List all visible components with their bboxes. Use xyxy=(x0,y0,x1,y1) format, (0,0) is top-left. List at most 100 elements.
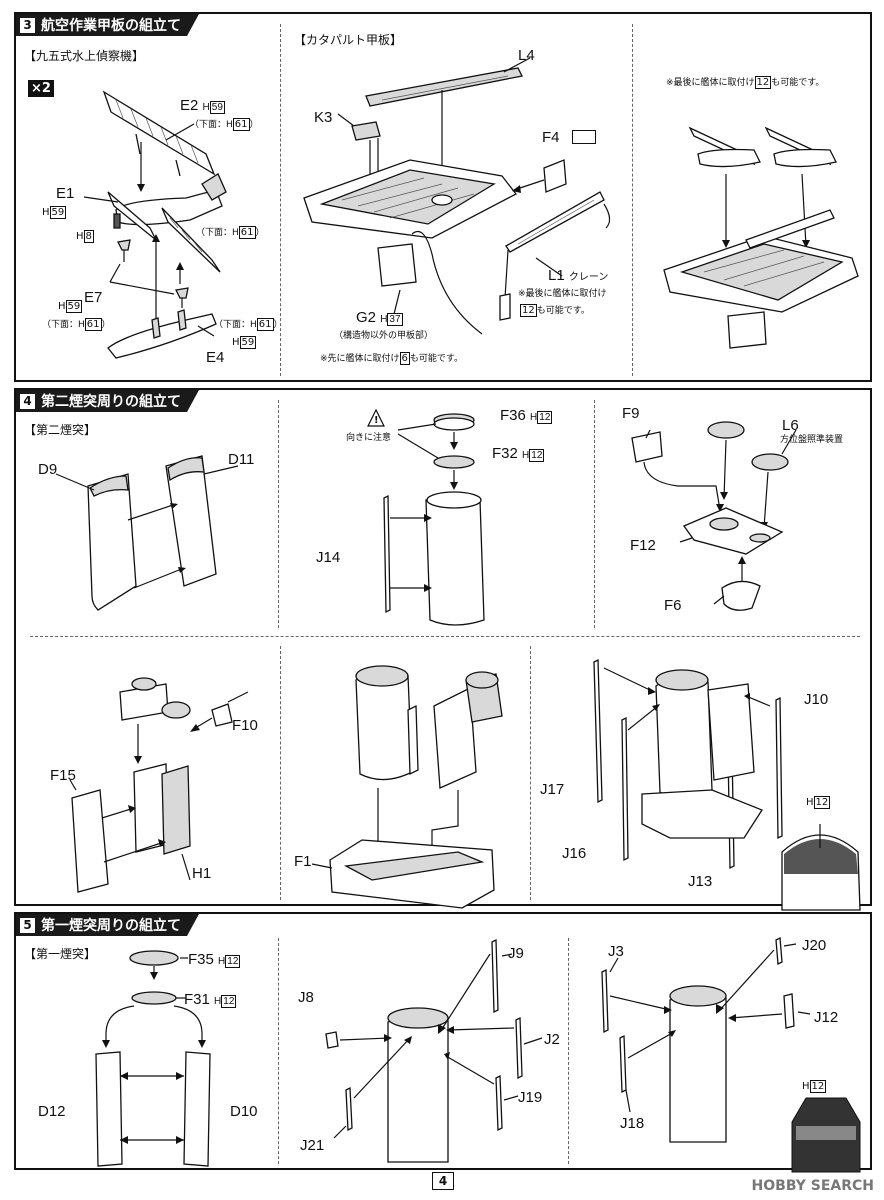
step3-section: 3 航空作業甲板の組立て 【九五式水上偵察機】 ×2 xyxy=(14,12,872,382)
divider xyxy=(594,400,595,628)
catapult-illustration xyxy=(303,57,611,335)
director-illustration xyxy=(631,421,797,611)
step3-title: 航空作業甲板の組立て xyxy=(41,18,181,34)
label-j17: J17 xyxy=(540,781,565,798)
funnel1-assembled-illustration xyxy=(601,936,861,1173)
note-g2: （構造物以外の甲板部） xyxy=(334,331,434,341)
assembled-illustration xyxy=(663,126,859,349)
label-d11: D11 xyxy=(228,451,255,468)
label-j19: J19 xyxy=(518,1089,543,1106)
funnel2-cap-illustration: ! xyxy=(367,408,485,626)
catapult-l4 xyxy=(365,67,523,107)
label-f15: F15 xyxy=(50,767,76,784)
ladder-j21 xyxy=(345,1086,353,1132)
part-f9 xyxy=(631,431,663,463)
label-j8: J8 xyxy=(298,989,314,1006)
note-l1: ※最後に艦体に取付け xyxy=(518,289,607,299)
ladder-j9 xyxy=(491,938,499,1014)
funnel1-body xyxy=(387,1013,449,1163)
label-h1: H1 xyxy=(192,865,212,882)
step4-title: 第二煙突周りの組立て xyxy=(41,394,181,410)
float-e4 xyxy=(107,309,217,359)
caution-text: 向きに注意 xyxy=(346,433,392,443)
divider xyxy=(280,24,281,376)
catapult-subtitle: 【カタパルト甲板】 xyxy=(294,33,403,47)
ladder-j3 xyxy=(601,968,609,1034)
label-f12: F12 xyxy=(630,537,656,554)
ladder-j2 xyxy=(515,1016,523,1080)
funnel1-subtitle: 【第一煙突】 xyxy=(24,947,97,961)
label-e7: E7 xyxy=(84,289,103,306)
label-d9: D9 xyxy=(38,461,58,478)
divider xyxy=(30,636,860,637)
label-j12: J12 xyxy=(814,1009,839,1026)
part-h1 xyxy=(161,765,191,855)
upper-wing-e2 xyxy=(102,90,216,177)
part-k3 xyxy=(351,121,381,141)
funnel1-halves-illustration xyxy=(95,950,211,1167)
label-j3: J3 xyxy=(608,943,624,960)
label-l6-name: 方位盤照準装置 xyxy=(780,435,844,445)
f4-decal-icon xyxy=(572,130,596,144)
cap-f35 xyxy=(129,950,179,966)
float-struts-e7 xyxy=(109,239,189,308)
ladder-j14 xyxy=(383,494,391,614)
divider xyxy=(278,938,279,1164)
label-l4: L4 xyxy=(518,47,535,64)
watermark: HOBBY SEARCH xyxy=(751,1178,874,1194)
part-f15 xyxy=(71,789,109,893)
step5-number: 5 xyxy=(20,918,35,933)
label-l6: L6 xyxy=(782,417,799,434)
grate-f32 xyxy=(433,455,475,469)
part-l6a xyxy=(707,421,745,439)
step3-header: 3 航空作業甲板の組立て xyxy=(16,14,199,36)
step3-number: 3 xyxy=(20,18,35,33)
label-f4: F4 xyxy=(542,129,560,146)
part-f6 xyxy=(721,580,761,611)
svg-text:!: ! xyxy=(374,415,379,426)
step5-title: 第一煙突周りの組立て xyxy=(41,918,181,934)
seaplane-subtitle: 【九五式水上偵察機】 xyxy=(24,49,145,63)
part-l6b xyxy=(751,453,789,471)
label-j14: J14 xyxy=(316,549,341,566)
half-d12 xyxy=(95,1051,123,1167)
label-j9: J9 xyxy=(508,945,524,962)
part-f4 xyxy=(543,159,567,193)
divider xyxy=(530,646,531,900)
label-f9: F9 xyxy=(622,405,640,422)
crane-l1 xyxy=(505,191,605,253)
part-j12 xyxy=(783,993,795,1029)
divider xyxy=(278,400,279,628)
funnel2-base-illustration xyxy=(311,665,503,909)
caution-icon xyxy=(367,408,385,427)
label-e4: E4 xyxy=(206,349,225,366)
ladder-j19 xyxy=(495,1074,503,1132)
half-d10 xyxy=(183,1051,211,1167)
step4-header: 4 第二煙突周りの組立て xyxy=(16,390,199,412)
ladder-j10 xyxy=(775,696,783,840)
label-f6: F6 xyxy=(664,597,682,614)
divider xyxy=(280,646,281,900)
part-f10 xyxy=(211,703,233,727)
label-j21: J21 xyxy=(300,1137,325,1154)
grate-f31 xyxy=(131,991,177,1005)
step5-header: 5 第一煙突周りの組立て xyxy=(16,914,199,936)
funnel2-body xyxy=(425,493,485,626)
label-j16: J16 xyxy=(562,845,587,862)
